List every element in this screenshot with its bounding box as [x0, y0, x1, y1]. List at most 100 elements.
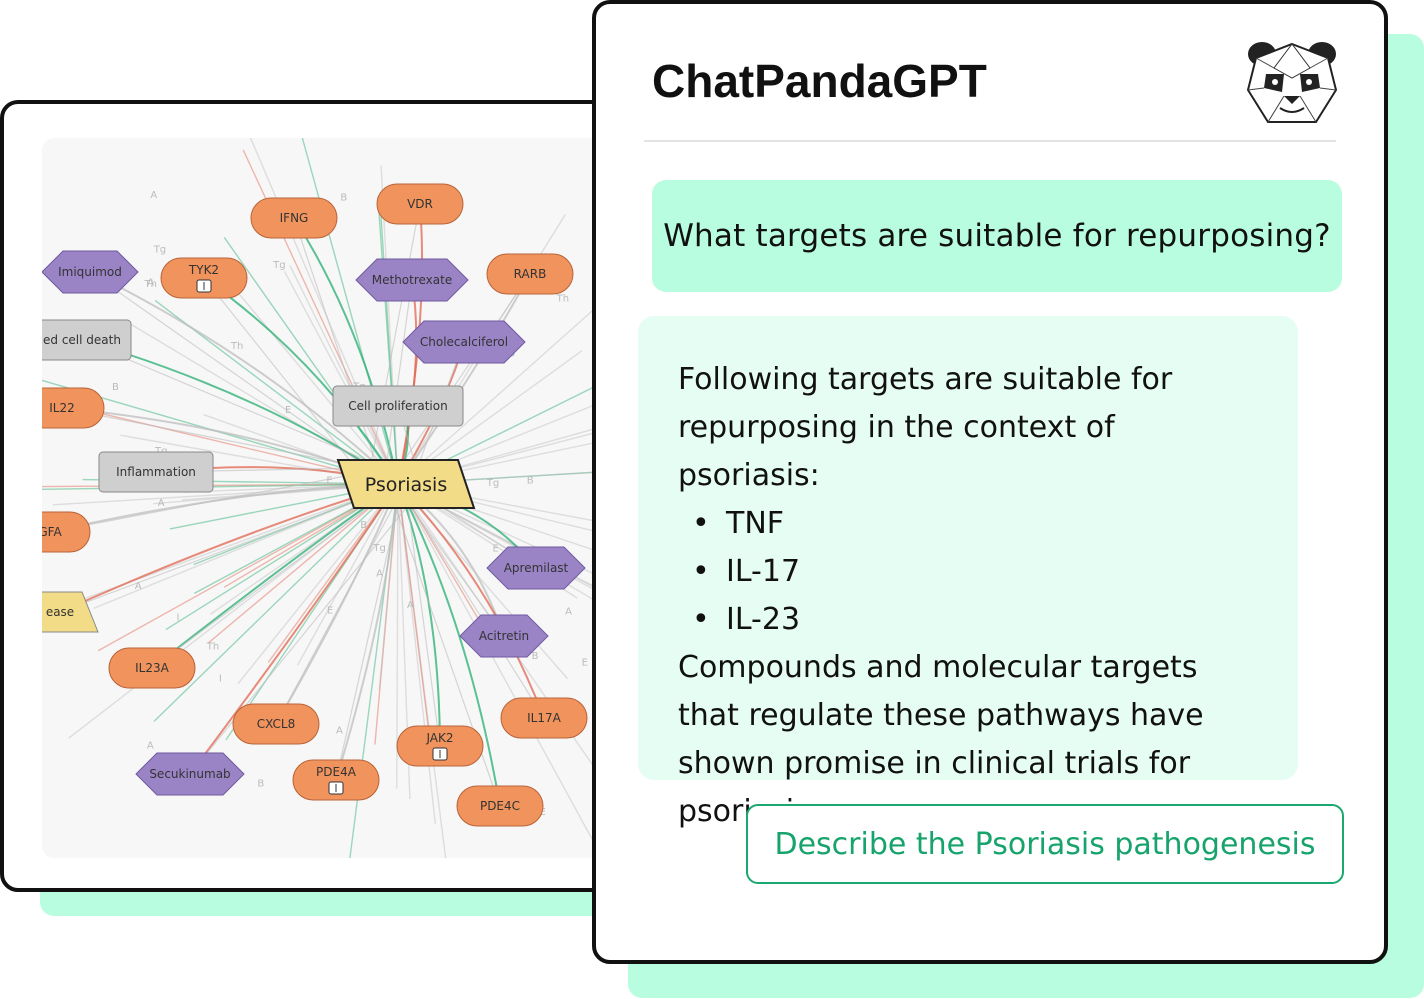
psoriasis-node[interactable]: Psoriasis [336, 459, 476, 509]
graph-node[interactable]: CXCL8 [232, 703, 320, 745]
answer-outro: Compounds and molecular targets that reg… [678, 650, 1204, 829]
graph-node-label: Secukinumab [149, 767, 230, 781]
graph-node[interactable]: Apremilast [486, 546, 586, 590]
edge-label: B [340, 192, 347, 203]
graph-node-label: IL23A [135, 661, 169, 675]
graph-edge [404, 495, 545, 719]
edge-label: A [147, 741, 154, 752]
graph-node-label: JAK2 [425, 731, 453, 745]
graph-node[interactable]: JAK2 [396, 725, 484, 767]
graph-edge [396, 483, 399, 789]
edge-label: B [360, 520, 367, 531]
graph-edge [397, 483, 501, 807]
panda-icon [1244, 38, 1340, 133]
edge-label: E [285, 405, 291, 416]
graph-edge [237, 483, 399, 685]
graph-node[interactable]: IL23A [108, 647, 196, 689]
user-question-bubble: What targets are suitable for repurposin… [652, 180, 1342, 292]
graph-node-label: PDE4A [316, 765, 357, 779]
graph-edge [335, 477, 406, 781]
graph-node[interactable]: Inflammation [98, 451, 214, 493]
graph-edge [207, 483, 399, 644]
graph-node[interactable]: IL17A [500, 697, 588, 739]
answer-target-list: •TNF •IL-17 •IL-23 [678, 500, 1298, 644]
graph-node[interactable]: Imiquimod [42, 250, 139, 294]
graph-node[interactable]: ease [42, 591, 99, 633]
graph-node[interactable]: RARB [486, 253, 574, 295]
edge-label: A [150, 190, 157, 201]
network-graph-canvas[interactable]: ABAAEAAThEBThTgTgAABTgEThEEBABIThTgBAThT… [42, 138, 640, 858]
edge-label: A [565, 607, 572, 618]
graph-edge [397, 483, 636, 613]
graph-node[interactable]: PDE4C [456, 785, 544, 827]
graph-node-label: Acitretin [479, 629, 529, 643]
edge-label: E [327, 606, 333, 617]
graph-edge [42, 379, 399, 485]
graph-node-label: IL17A [527, 711, 561, 725]
graph-edge [203, 277, 371, 486]
graph-node-label: RARB [514, 267, 547, 281]
edge-label: B [532, 651, 539, 662]
graph-edge [267, 483, 399, 663]
edge-label: A [158, 498, 165, 509]
graph-node-label: Inflammation [116, 465, 196, 479]
suggestion-button[interactable]: Describe the Psoriasis pathogenesis [746, 804, 1344, 884]
graph-edge [379, 205, 399, 485]
graph-node[interactable]: GFA [42, 511, 91, 553]
graph-edge [289, 265, 399, 485]
graph-node-label: VDR [407, 197, 433, 211]
chat-panel: ChatPandaGPT What targets are suitable f… [592, 0, 1388, 964]
list-item: •IL-17 [692, 548, 1298, 596]
graph-node-label: CXCL8 [257, 717, 295, 731]
graph-node[interactable]: PDE4A [292, 759, 380, 801]
graph-node-label: IL22 [49, 401, 75, 415]
edge-label: E [582, 657, 588, 668]
graph-edge [89, 271, 399, 485]
graph-node[interactable]: Methotrexate [355, 258, 469, 302]
edge-label: Tg [486, 478, 499, 489]
graph-edge [283, 270, 399, 485]
graph-edge [293, 217, 382, 480]
edge-label: A [135, 581, 142, 592]
graph-edge [81, 339, 398, 474]
graph-edge [151, 500, 378, 669]
edge-label: B [527, 475, 534, 486]
suggestion-label: Describe the Psoriasis pathogenesis [774, 826, 1316, 862]
graph-node-label: Cell proliferation [348, 399, 447, 413]
edge-label: A [147, 278, 154, 289]
graph-node-label: PDE4C [480, 799, 520, 813]
graph-node[interactable]: IL22 [42, 387, 105, 429]
graph-node-label: Imiquimod [58, 265, 122, 279]
edge-label: Th [230, 341, 243, 352]
graph-edge [203, 277, 399, 485]
graph-edge [397, 483, 604, 858]
graph-node[interactable]: ed cell death [42, 319, 132, 361]
graph-edge [397, 483, 545, 719]
edge-label: E [326, 475, 332, 486]
edge-label: Th [556, 294, 569, 305]
edge-label: A [407, 600, 414, 611]
edge-label: E [493, 543, 499, 554]
graph-node-label: TYK2 [188, 263, 219, 277]
edge-label: B [112, 382, 119, 393]
graph-edge [275, 483, 399, 725]
graph-node[interactable]: Secukinumab [135, 752, 245, 796]
graph-edge [224, 276, 399, 485]
graph-node[interactable]: Acitretin [459, 614, 549, 658]
edge-label: A [376, 568, 383, 579]
graph-node-label: ed cell death [43, 333, 121, 347]
graph-node[interactable]: TYK2 [160, 257, 248, 299]
graph-node-label: ease [46, 605, 74, 619]
assistant-answer-bubble: Following targets are suitable for repur… [638, 316, 1298, 829]
graph-node[interactable]: Cholecalciferol [402, 320, 526, 364]
graph-node[interactable]: Cell proliferation [332, 385, 464, 427]
graph-node[interactable]: IFNG [250, 197, 338, 239]
graph-edge [189, 483, 399, 775]
edge-label: I [219, 674, 222, 685]
user-question-text: What targets are suitable for repurposin… [663, 218, 1331, 254]
graph-node[interactable]: VDR [376, 183, 464, 225]
graph-edge [381, 273, 531, 494]
graph-node-label: Cholecalciferol [420, 335, 508, 349]
edge-label: B [257, 778, 264, 789]
network-graph[interactable]: ABAAEAAThEBThTgTgAABTgEThEEBABIThTgBAThT… [42, 138, 640, 858]
